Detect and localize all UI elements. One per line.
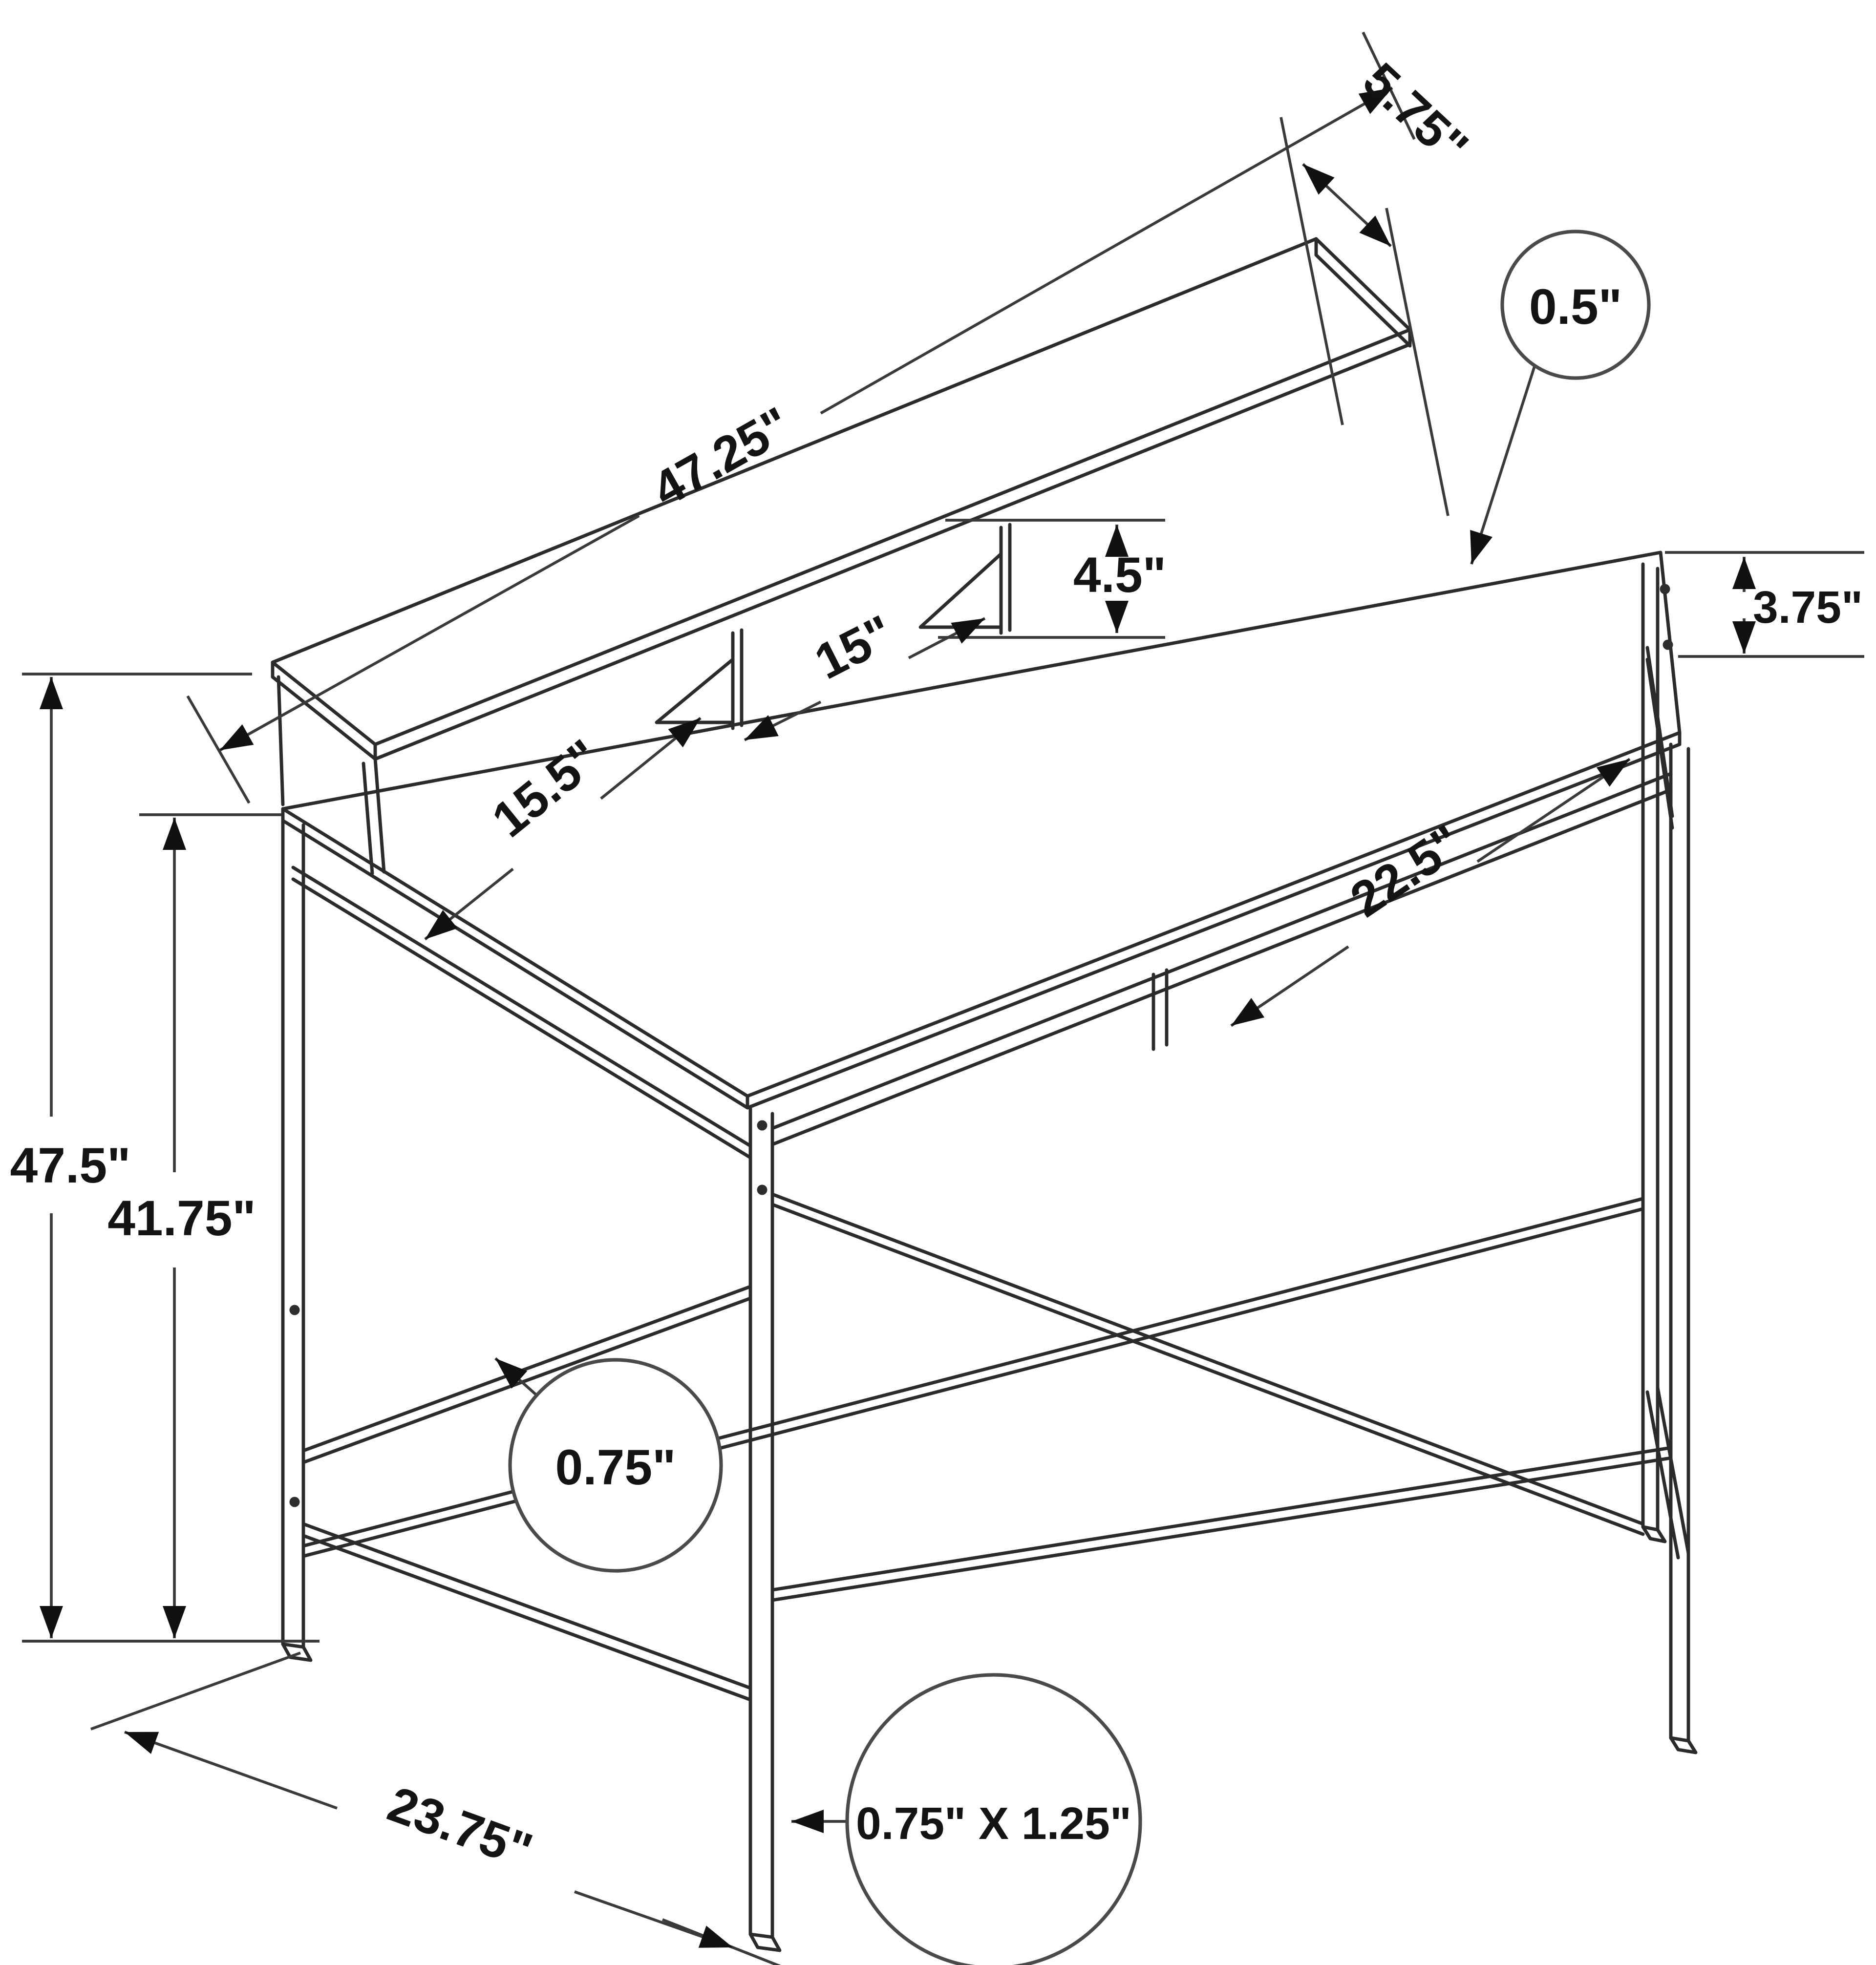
dim-total-height: [22, 673, 320, 1643]
left-apron: [291, 866, 752, 1160]
dimension-labels: 47.25" 5.75" 0.5" 4.5" 15" 3.75" 15.5" 2…: [10, 52, 1863, 1879]
left-lower-stretcher: [301, 1522, 752, 1702]
right-apron: [1645, 646, 1674, 830]
cross-brace: [770, 1192, 1645, 1536]
dim-divider-spacing-label: 15": [806, 604, 902, 690]
dim-total-height-label: 47.5": [10, 1138, 131, 1193]
front-long-stretcher: [770, 1446, 1673, 1602]
desk-structure: [271, 237, 1698, 1952]
dim-front-depth: [424, 717, 702, 941]
dim-divider-spacing: [744, 617, 986, 741]
shelf-divider-left: [655, 628, 744, 730]
callout-circle-shelf-thickness: [508, 1358, 723, 1573]
front-apron: [770, 772, 1673, 1146]
dim-surface-height-label: 41.75": [107, 1190, 256, 1246]
dim-side-rail-height: [1665, 551, 1864, 658]
dimension-annotations: [22, 31, 1864, 1965]
dim-desk-depth: [90, 1651, 781, 1965]
dim-desk-depth-label: 23.75": [381, 1776, 539, 1879]
shelf-riser-panel: [277, 675, 386, 875]
leg-front-right: [1669, 742, 1698, 1754]
dim-surface-height: [139, 813, 281, 1638]
dim-side-rail-height-label: 3.75": [1753, 582, 1863, 633]
dim-opening-width-label: 22.5": [1341, 814, 1471, 928]
right-side-stretcher: [1645, 1386, 1690, 1560]
callout-leg-tube: [791, 1673, 1142, 1965]
dim-shelf-depth-label: 5.75": [1353, 52, 1479, 175]
dim-shelf-thickness-label: 0.75": [555, 1439, 676, 1495]
dim-top-thickness-label: 0.5": [1529, 279, 1622, 335]
shelf-divider-right: [918, 523, 1012, 635]
leg-back-left: [281, 819, 313, 1662]
callout-shelf-thickness: [494, 1357, 723, 1573]
callout-circle-leg-tube: [845, 1673, 1142, 1965]
screw-dots: [289, 584, 1673, 1507]
leg-front-left: [748, 1106, 782, 1952]
dim-opening-width: [1230, 758, 1631, 1027]
desk-surface: [281, 550, 1682, 1110]
dim-shelf-length: [186, 31, 1416, 804]
leg-back-right: [1641, 562, 1667, 1543]
dim-front-depth-label: 15.5": [482, 729, 611, 848]
dim-divider-height-label: 4.5": [1073, 547, 1166, 603]
callout-circle-top-thickness: [1500, 230, 1651, 380]
dim-leg-tube-label: 0.75" X 1.25": [856, 1798, 1131, 1849]
callout-top-thickness: [1470, 230, 1651, 565]
dim-shelf-depth: [1279, 117, 1450, 516]
dim-shelf-length-label: 47.25": [643, 396, 800, 518]
